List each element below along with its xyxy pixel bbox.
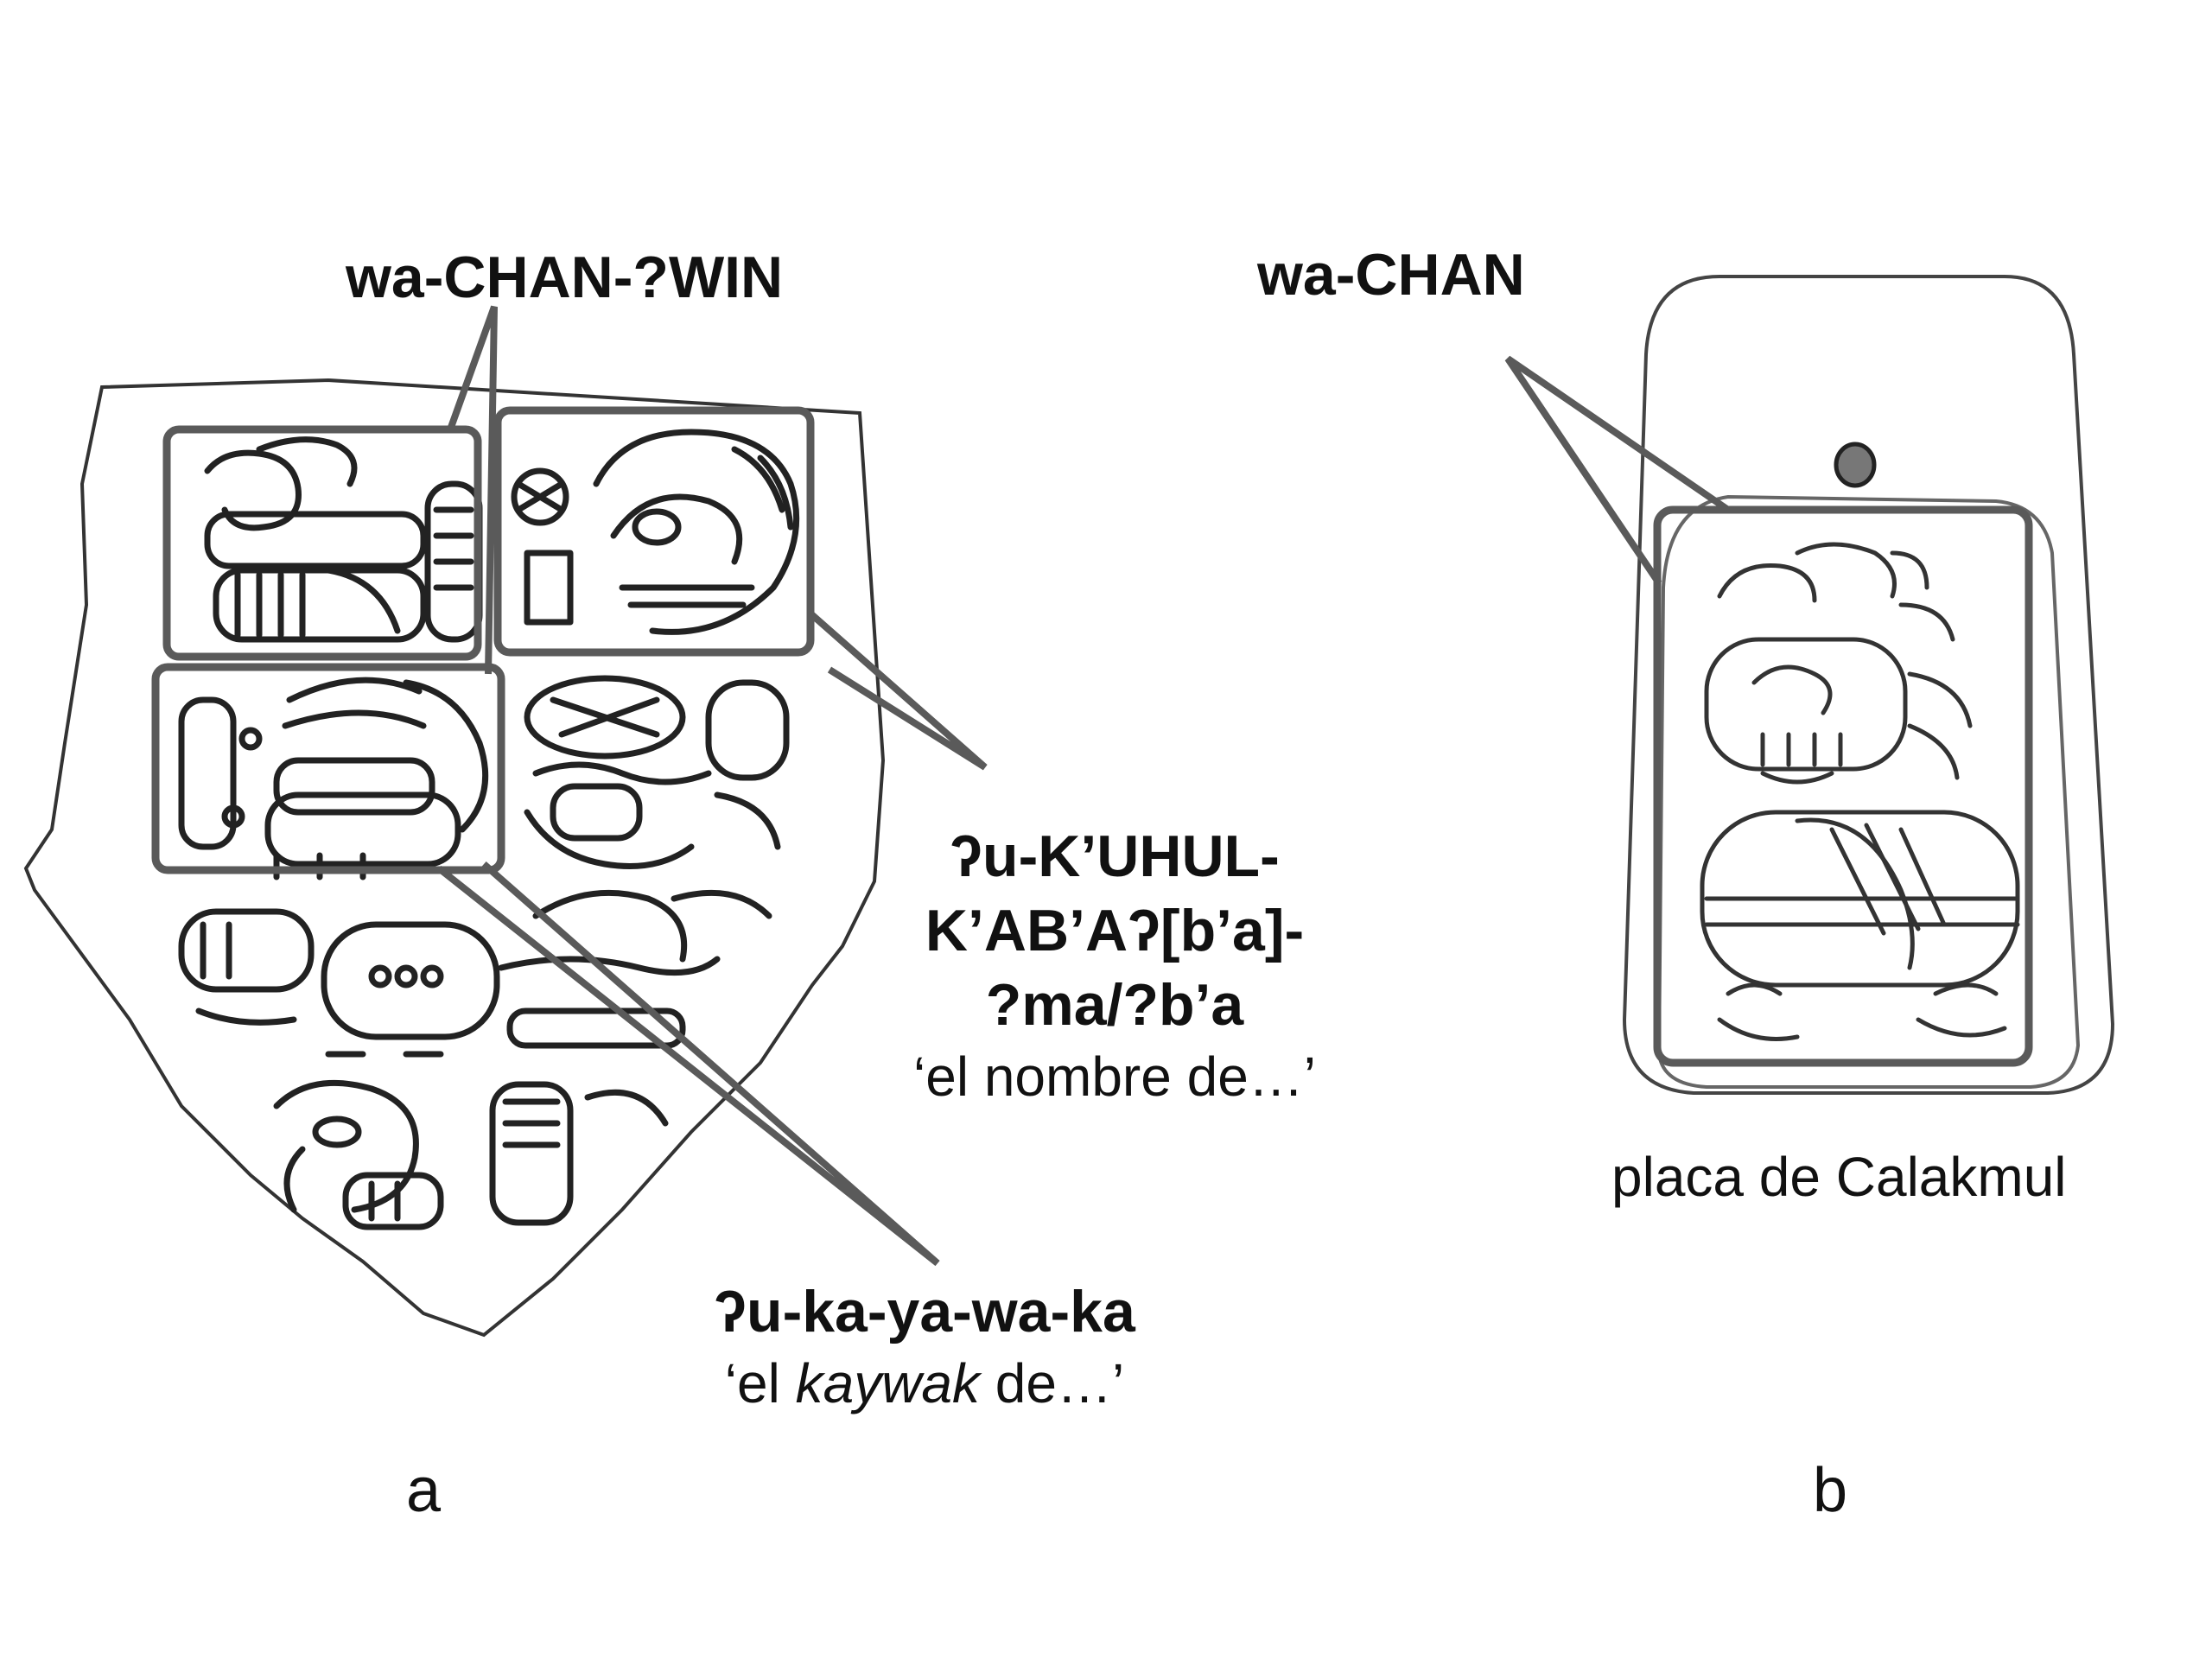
glyph-block-a3 — [178, 908, 500, 1058]
plaque-glyph-lower — [1700, 810, 2020, 1041]
label-u-kayawaka-reading: ʔu-ka-ya-wa-ka — [714, 1279, 1135, 1344]
callout-line-wa-chan-win — [446, 305, 498, 675]
gloss-suffix: de…’ — [980, 1352, 1125, 1414]
gloss-italic-kaywak: kaywak — [795, 1352, 981, 1414]
plaque-drill-hole — [1834, 442, 1877, 488]
label-u-kuhul-kaba-gloss: ‘el nombre de…’ — [913, 1046, 1316, 1108]
label-u-kayawaka-gloss: ‘el kaywak de…’ — [674, 1349, 1175, 1418]
plaque-glyph-upper — [1704, 542, 1973, 785]
panel-letter-b: b — [1813, 1456, 1848, 1525]
glyph-block-a2 — [178, 677, 489, 880]
callout-line-u-kayawaka — [436, 861, 940, 1267]
glyph-block-a4 — [273, 1079, 444, 1230]
callout-line-wa-chan — [1504, 355, 1731, 586]
glyph-block-b4 — [489, 1081, 669, 1226]
label-u-kayawaka: ʔu-ka-ya-wa-ka ‘el kaywak de…’ — [674, 1274, 1175, 1418]
label-u-kuhul-kaba-line2: K’AB’Aʔ[b’a]- — [925, 898, 1305, 963]
glyph-block-b2 — [524, 675, 790, 869]
panel-a-drawing — [23, 305, 988, 1338]
caption-placa-de-calakmul: placa de Calakmul — [1611, 1146, 2067, 1208]
highlight-box-u-kuhul-kaba — [493, 406, 815, 657]
callout-line-u-kuhul-kaba — [808, 610, 988, 771]
plaque-outline — [1622, 275, 2115, 1095]
panel-b-drawing — [1504, 275, 2115, 1095]
label-wa-chan: wa-CHAN — [1257, 242, 1525, 308]
label-wa-chan-win: wa-CHAN-?WIN — [346, 245, 784, 310]
label-u-kuhul-kaba-line1: ʔu-K’UHUL- — [950, 823, 1280, 889]
plaque-inner-outline — [1656, 494, 2081, 1089]
label-u-kuhul-kaba-line3: ?ma/?b’a — [985, 972, 1244, 1038]
glyph-block-b3 — [498, 889, 772, 1049]
gloss-prefix: ‘el — [724, 1352, 796, 1414]
panel-letter-a: a — [406, 1456, 442, 1525]
highlight-box-wa-chan — [1653, 505, 2033, 1067]
glyph-block-b1 — [511, 429, 800, 635]
highlight-box-wa-chan-win — [162, 425, 482, 661]
label-u-kuhul-kaba: ʔu-K’UHUL- K’AB’Aʔ[b’a]- ?ma/?b’a ‘el no… — [890, 819, 1339, 1111]
highlight-box-u-kayawaka — [151, 663, 505, 874]
